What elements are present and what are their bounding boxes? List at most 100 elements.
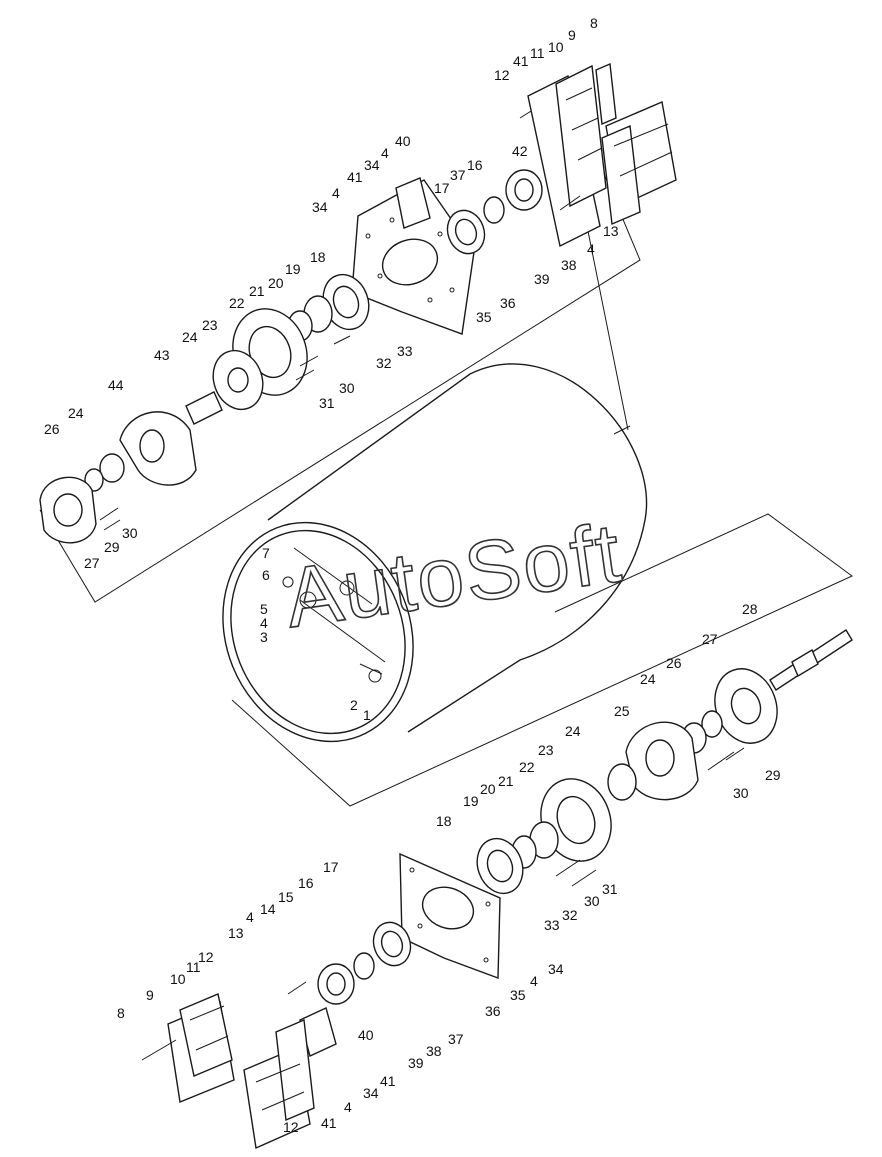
callout-label: 34 [312,199,328,215]
callout-label: 41 [321,1115,337,1131]
callout-label: 24 [565,723,581,739]
drum-shell [222,363,648,743]
callout-label: 36 [485,1003,501,1019]
callout-label: 20 [268,275,284,291]
callout-label: 30 [122,525,138,541]
callout-label: 39 [408,1055,424,1071]
callout-label: 37 [450,167,466,183]
callout-label: 27 [84,555,100,571]
callout-label: 8 [590,15,598,31]
callout-label: 38 [426,1043,442,1059]
callout-label: 4 [587,241,595,257]
callout-label: 41 [513,53,529,69]
callout-label: 42 [512,143,528,159]
callout-label: 19 [463,793,479,809]
callout-label: 11 [186,959,201,975]
callout-label: 14 [260,901,276,917]
callout-label: 4 [344,1099,352,1115]
lower-assembly-frame [231,513,853,807]
callout-label: 5 [260,601,268,617]
callout-label: 26 [666,655,682,671]
callout-label: 29 [104,539,120,555]
callout-label: 12 [198,949,214,965]
callout-label: 23 [202,317,218,333]
callout-label: 32 [562,907,578,923]
callout-label: 21 [249,283,265,299]
callout-label: 20 [480,781,496,797]
callout-label: 7 [262,545,270,561]
callout-label: 24 [68,405,84,421]
callout-label: 30 [584,893,600,909]
callout-label: 21 [498,773,514,789]
lower-shaft-28 [769,629,853,691]
lower-hub-25 [625,721,699,801]
callout-label: 8 [117,1005,125,1021]
upper-bearing-parts [395,169,581,255]
callout-label: 4 [246,909,254,925]
callout-label: 31 [319,395,335,411]
callout-label: 17 [434,180,450,196]
callout-label: 36 [500,295,516,311]
upper-plate-35 [351,179,475,335]
callout-label: 29 [765,767,781,783]
callout-label: 30 [733,785,749,801]
callout-label: 13 [228,925,244,941]
callout-label: 22 [519,759,535,775]
callout-label: 12 [494,67,510,83]
upper-hub-44 [84,411,197,492]
callout-label: 16 [298,875,314,891]
callout-label: 35 [476,309,492,325]
callout-label: 9 [568,27,576,43]
lower-end-cap-27 [681,668,778,771]
callout-label: 34 [363,1085,379,1101]
callout-label: 4 [530,973,538,989]
callout-label: 26 [44,421,60,437]
callout-label: 10 [170,971,186,987]
callout-label: 40 [395,133,411,149]
callout-label: 39 [534,271,550,287]
callout-label: 1 [363,707,371,723]
callout-label: 9 [146,987,154,1003]
callout-label: 38 [561,257,577,273]
watermark-logo: AutoSoft [280,505,628,645]
callout-label: 32 [376,355,392,371]
callout-label: 44 [108,377,124,393]
callout-label: 18 [310,249,326,265]
upper-flange-parts [185,273,370,425]
callout-label: 24 [640,671,656,687]
callout-label: 11 [530,45,545,61]
upper-end-cap-27 [39,476,121,544]
callout-label: 4 [260,615,268,631]
lower-flange-parts [476,763,637,895]
callout-label: 30 [339,380,355,396]
mounting-bracket-lower [141,993,315,1150]
callout-label: 4 [332,185,340,201]
callout-label: 43 [154,347,170,363]
callout-labels: 8910114112404344143442371617134383918192… [44,15,781,1135]
callout-label: 10 [548,39,564,55]
callout-label: 4 [381,145,389,161]
callout-label: 40 [358,1027,374,1043]
callout-label: 35 [510,987,526,1003]
callout-label: 17 [323,859,339,875]
callout-label: 24 [182,329,198,345]
callout-label: 22 [229,295,245,311]
callout-label: 34 [364,157,380,173]
callout-label: 34 [548,961,564,977]
callout-label: 28 [742,601,758,617]
callout-label: 19 [285,261,301,277]
callout-label: 25 [614,703,630,719]
callout-label: 33 [544,917,560,933]
mounting-bracket-upper [527,62,677,248]
callout-label: 37 [448,1031,464,1047]
lower-bearing-parts [287,921,412,1057]
lower-plate-35 [399,852,501,979]
callout-label: 41 [380,1073,396,1089]
callout-label: 13 [603,223,619,239]
callout-label: 16 [467,157,483,173]
callout-label: 41 [347,169,363,185]
callout-label: 6 [262,567,270,583]
callout-label: 2 [350,697,358,713]
callout-label: 18 [436,813,452,829]
